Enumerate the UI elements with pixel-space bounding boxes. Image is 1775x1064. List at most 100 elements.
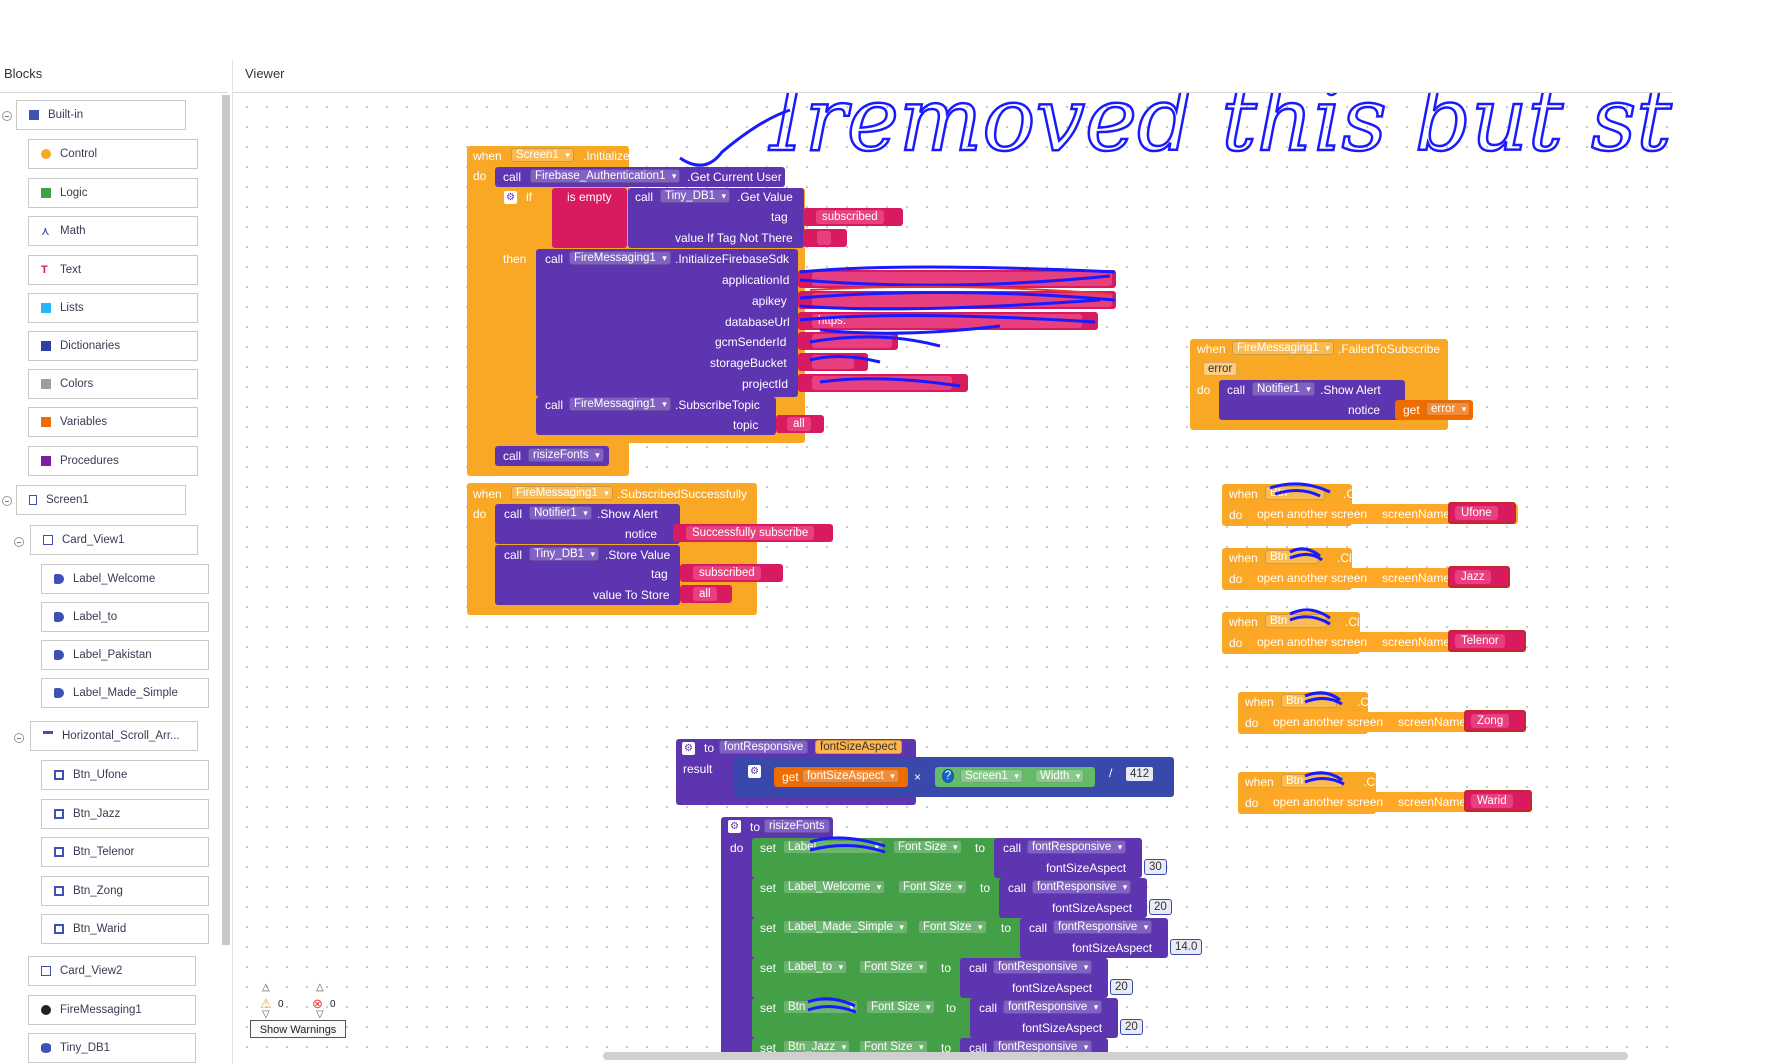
- screen-name-value[interactable]: Warid: [1471, 794, 1513, 808]
- screen-name-value[interactable]: Telenor: [1455, 634, 1505, 648]
- component-dropdown[interactable]: FireMessaging1: [511, 486, 613, 500]
- gear-icon[interactable]: ⚙: [504, 191, 517, 204]
- palette-label-welcome[interactable]: Label_Welcome: [41, 564, 209, 594]
- palette-control[interactable]: Control: [28, 139, 198, 169]
- palette-variables[interactable]: Variables: [28, 407, 198, 437]
- text-value[interactable]: all: [693, 587, 717, 601]
- component-dropdown[interactable]: Firebase_Authentication1: [530, 169, 681, 183]
- property-dropdown[interactable]: Font Size: [898, 880, 967, 894]
- palette-btn-zong[interactable]: Btn_Zong: [41, 876, 209, 906]
- procedure-name-field[interactable]: fontResponsive: [719, 740, 809, 754]
- palette-builtin[interactable]: Built-in: [16, 100, 186, 130]
- procedure-name-field[interactable]: risizeFonts: [764, 819, 830, 833]
- component-dropdown[interactable]: Notifier1: [529, 506, 592, 520]
- palette-horizontal-scroll[interactable]: Horizontal_Scroll_Arr...: [30, 721, 198, 751]
- palette-label-pakistan[interactable]: Label_Pakistan: [41, 640, 209, 670]
- procedure-dropdown[interactable]: fontResponsive: [1032, 880, 1132, 894]
- gear-icon[interactable]: ⚙: [748, 765, 761, 778]
- event-param[interactable]: error: [1203, 362, 1238, 376]
- variable-dropdown[interactable]: error: [1426, 402, 1471, 416]
- palette-screen1[interactable]: Screen1: [16, 485, 186, 515]
- palette-firemessaging1[interactable]: FireMessaging1: [28, 995, 196, 1025]
- component-dropdown[interactable]: Tiny_DB1: [529, 547, 600, 561]
- palette-logic[interactable]: Logic: [28, 178, 198, 208]
- event-name: .Click: [1363, 775, 1393, 789]
- variable-dropdown[interactable]: fontSizeAspect: [802, 769, 899, 783]
- component-dropdown[interactable]: FireMessaging1: [569, 251, 671, 265]
- palette-label-made-simple[interactable]: Label_Made_Simple: [41, 678, 209, 708]
- palette-btn-ufone[interactable]: Btn_Ufone: [41, 760, 209, 790]
- number-value[interactable]: 20: [1120, 1019, 1143, 1035]
- arrow-up-icon[interactable]: △: [262, 982, 270, 993]
- screen-name-value[interactable]: Zong: [1471, 714, 1510, 728]
- text-value[interactable]: all: [787, 417, 811, 431]
- palette-btn-telenor[interactable]: Btn_Telenor: [41, 837, 209, 867]
- text-value[interactable]: subscribed: [693, 566, 761, 580]
- arrow-down-icon[interactable]: ▽: [262, 1009, 270, 1020]
- collapse-toggle-icon[interactable]: [14, 733, 24, 743]
- text-value[interactable]: subscribed: [816, 210, 884, 224]
- palette-btn-warid[interactable]: Btn_Warid: [41, 914, 209, 944]
- button-icon: [54, 924, 64, 934]
- palette-card-view1[interactable]: Card_View1: [30, 525, 198, 555]
- empty-text-value[interactable]: [817, 231, 831, 245]
- property-dropdown[interactable]: Font Size: [918, 920, 987, 934]
- number-value[interactable]: 412: [1125, 766, 1155, 782]
- arrow-up-icon[interactable]: △: [316, 982, 324, 993]
- palette-dictionaries[interactable]: Dictionaries: [28, 331, 198, 361]
- procedure-dropdown[interactable]: fontResponsive: [1003, 1000, 1103, 1014]
- palette-label: Card_View1: [62, 534, 125, 546]
- component-dropdown[interactable]: Label_Made_Simple: [783, 920, 908, 934]
- screen-name-value[interactable]: Ufone: [1455, 506, 1498, 520]
- palette-tiny-db1[interactable]: Tiny_DB1: [28, 1033, 196, 1063]
- keyword: then: [503, 252, 527, 266]
- component-dropdown[interactable]: FireMessaging1: [569, 397, 671, 411]
- number-value[interactable]: 20: [1149, 899, 1172, 915]
- component-dropdown[interactable]: Screen1: [960, 769, 1023, 783]
- collapse-toggle-icon[interactable]: [2, 496, 12, 506]
- panel-splitter[interactable]: [232, 60, 233, 1064]
- palette-lists[interactable]: Lists: [28, 293, 198, 323]
- gear-icon[interactable]: ⚙: [682, 742, 695, 755]
- help-icon[interactable]: ?: [942, 769, 954, 783]
- blocks-workspace[interactable]: when Screen1 .Initialize do call Firebas…: [233, 93, 1673, 1059]
- palette-card-view2[interactable]: Card_View2: [28, 956, 196, 986]
- component-dropdown[interactable]: Screen1: [511, 148, 574, 162]
- component-dropdown[interactable]: Notifier1: [1252, 382, 1315, 396]
- text-value[interactable]: Successfully subscribe: [686, 526, 815, 540]
- palette-procedures[interactable]: Procedures: [28, 446, 198, 476]
- property-dropdown[interactable]: Font Size: [893, 840, 962, 854]
- component-dropdown[interactable]: FireMessaging1: [1232, 341, 1334, 355]
- show-warnings-button[interactable]: Show Warnings: [250, 1020, 346, 1038]
- palette-math[interactable]: ⋏Math: [28, 216, 198, 246]
- procedure-dropdown[interactable]: fontResponsive: [1027, 840, 1127, 854]
- procedure-dropdown[interactable]: risizeFonts: [528, 448, 604, 462]
- number-value[interactable]: 14.0: [1170, 939, 1203, 955]
- property-dropdown[interactable]: Font Size: [859, 960, 928, 974]
- screen-name-value[interactable]: Jazz: [1455, 570, 1491, 584]
- component-dropdown[interactable]: Label_Welcome: [783, 880, 886, 894]
- property-dropdown[interactable]: Font Size: [866, 1000, 935, 1014]
- arrow-down-icon[interactable]: ▽: [316, 1009, 324, 1020]
- keyword: set: [760, 921, 777, 935]
- procedure-dropdown[interactable]: fontResponsive: [1053, 920, 1153, 934]
- gear-icon[interactable]: ⚙: [728, 820, 741, 833]
- palette-scrollbar[interactable]: [222, 95, 230, 945]
- component-dropdown[interactable]: Label_to: [783, 960, 848, 974]
- number-value[interactable]: 20: [1110, 979, 1133, 995]
- collapse-toggle-icon[interactable]: [2, 111, 12, 121]
- component-dropdown[interactable]: Btn_Jazz: [783, 1040, 851, 1054]
- property-dropdown[interactable]: Width: [1035, 769, 1085, 783]
- procedure-param[interactable]: fontSizeAspect: [815, 740, 902, 754]
- workspace-horizontal-scrollbar[interactable]: [603, 1052, 1628, 1060]
- collapse-toggle-icon[interactable]: [14, 537, 24, 547]
- procedure-dropdown[interactable]: fontResponsive: [993, 1040, 1093, 1054]
- palette-colors[interactable]: Colors: [28, 369, 198, 399]
- palette-label-to[interactable]: Label_to: [41, 602, 209, 632]
- palette-btn-jazz[interactable]: Btn_Jazz: [41, 799, 209, 829]
- number-value[interactable]: 30: [1144, 859, 1167, 875]
- procedure-dropdown[interactable]: fontResponsive: [993, 960, 1093, 974]
- list-icon: [41, 303, 51, 313]
- component-dropdown[interactable]: Tiny_DB1: [660, 189, 731, 203]
